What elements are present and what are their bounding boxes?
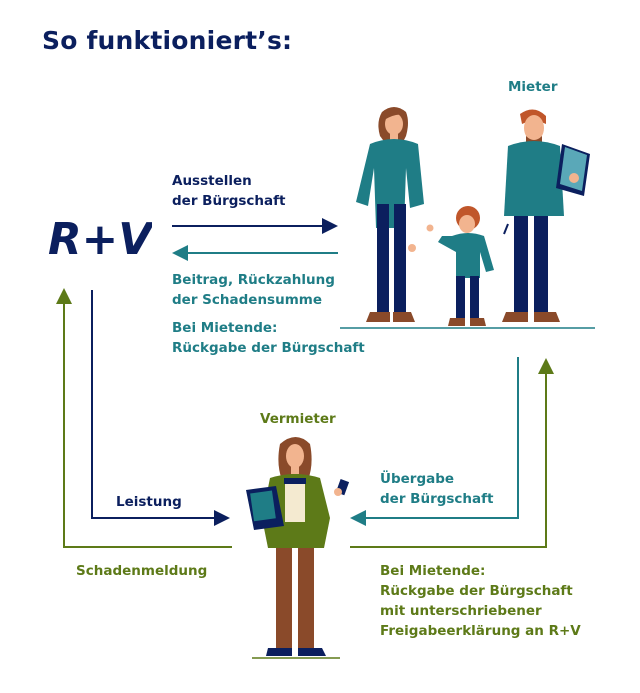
label-rueckgabe-mieter-line2: Rückgabe der Bürgschaft bbox=[172, 340, 365, 356]
label-rueckgabe-vermieter-line1: Bei Mietende: bbox=[380, 563, 486, 579]
label-uebergabe-line2: der Bürgschaft bbox=[380, 491, 494, 507]
arrow-schadenmeldung bbox=[56, 288, 232, 548]
arrow-rueckgabe bbox=[350, 358, 554, 548]
label-rueckgabe-mieter: Bei Mietende: Rückgabe der Bürgschaft bbox=[172, 318, 365, 358]
label-beitrag: Beitrag, Rückzahlung der Schadensumme bbox=[172, 270, 335, 310]
arrow-ausstellen bbox=[172, 218, 338, 234]
woman-figure bbox=[356, 107, 424, 322]
label-rueckgabe-vermieter-line3: mit unterschriebener bbox=[380, 603, 542, 619]
man-figure bbox=[502, 109, 590, 322]
label-rueckgabe-vermieter-line2: Rückgabe der Bürgschaft bbox=[380, 583, 573, 599]
arrow-leistung bbox=[91, 290, 230, 526]
label-schadenmeldung: Schadenmeldung bbox=[76, 563, 208, 579]
vermieter-label: Vermieter bbox=[260, 411, 336, 427]
logo-text: R+V bbox=[48, 214, 152, 260]
child-figure bbox=[426, 206, 494, 326]
label-ausstellen-line1: Ausstellen bbox=[172, 173, 252, 189]
label-beitrag-line2: der Schadensumme bbox=[172, 292, 322, 308]
label-ausstellen-line2: der Bürgschaft bbox=[172, 193, 286, 209]
label-rueckgabe-mieter-line1: Bei Mietende: bbox=[172, 320, 278, 336]
label-leistung: Leistung bbox=[116, 494, 182, 510]
ruv-logo: R+V bbox=[48, 214, 155, 265]
vermieter-illustration bbox=[240, 432, 352, 664]
mieter-family-illustration bbox=[340, 100, 600, 332]
arrow-beitrag bbox=[172, 245, 338, 261]
label-ausstellen: Ausstellen der Bürgschaft bbox=[172, 171, 285, 211]
label-rueckgabe-vermieter: Bei Mietende: Rückgabe der Bürgschaft mi… bbox=[380, 561, 581, 641]
label-rueckgabe-vermieter-line4: Freigabeerklärung an R+V bbox=[380, 623, 581, 639]
label-uebergabe-line1: Übergabe bbox=[380, 471, 455, 487]
mieter-label: Mieter bbox=[508, 79, 558, 95]
page-title: So funktioniert’s: bbox=[42, 26, 293, 55]
arrow-uebergabe bbox=[350, 357, 519, 526]
label-beitrag-line1: Beitrag, Rückzahlung bbox=[172, 272, 335, 288]
label-uebergabe: Übergabe der Bürgschaft bbox=[380, 469, 493, 509]
